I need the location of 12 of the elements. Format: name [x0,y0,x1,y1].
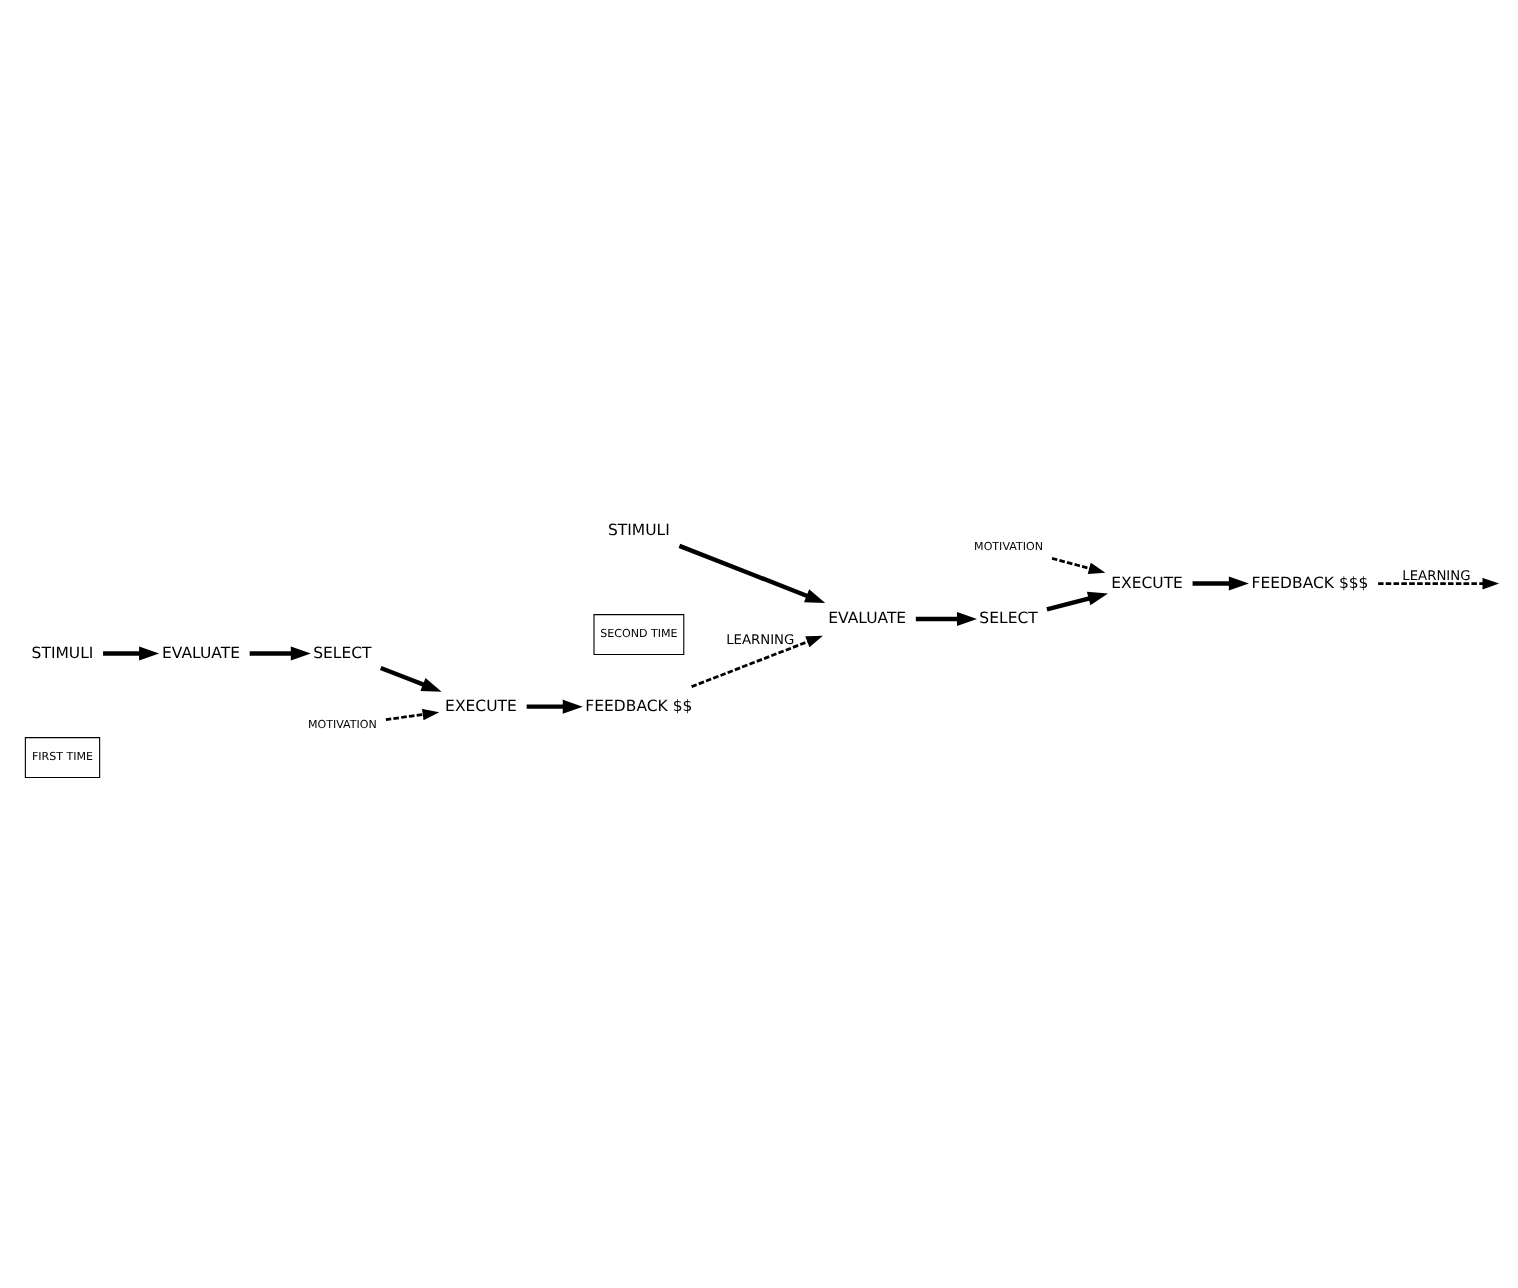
arrow [1378,577,1500,590]
arrow [678,543,826,603]
arrow [526,699,583,714]
arrow [1051,557,1106,574]
arrow [249,646,311,661]
arrow [385,708,440,721]
arrow [379,665,442,692]
arrow [103,646,160,661]
arrow [1192,576,1249,591]
arrow [691,635,823,688]
arrow [1046,591,1108,612]
arrow [915,612,977,627]
